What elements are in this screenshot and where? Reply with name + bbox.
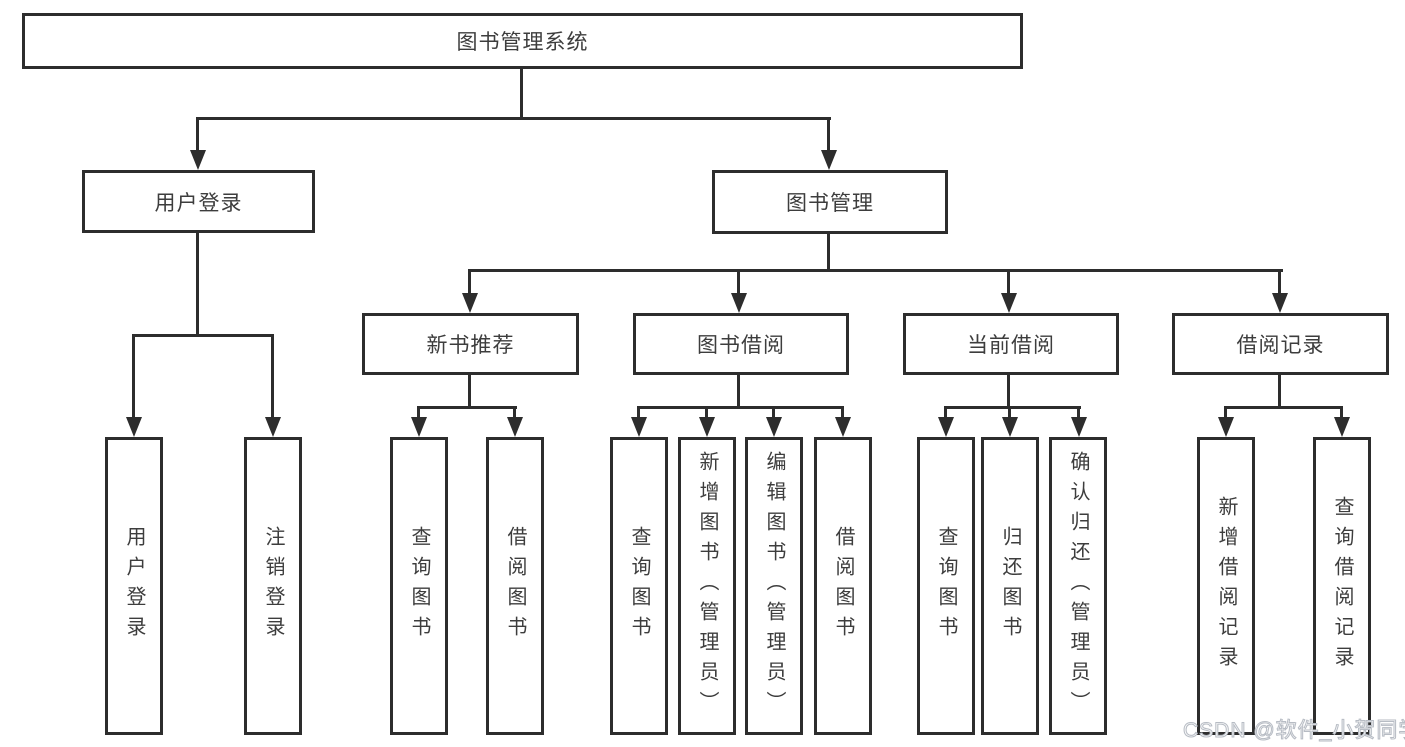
connector-arrowhead xyxy=(462,293,478,313)
connector-borrow-record-stem xyxy=(1278,375,1281,409)
node-label: 图书管理系统 xyxy=(456,31,589,54)
connector-drop xyxy=(1007,269,1010,295)
connector-arrowhead xyxy=(821,150,837,170)
connector-rail-level2 xyxy=(468,269,1283,272)
connector-new-book-stem xyxy=(468,375,471,409)
node-new-book-recommendation: 新书推荐 xyxy=(362,313,579,375)
node-label: 注销登录 xyxy=(262,526,284,646)
connector-drop xyxy=(705,406,708,419)
connector-drop xyxy=(513,406,516,419)
connector-drop xyxy=(944,406,947,419)
node-label: 新增借阅记录 xyxy=(1215,496,1237,676)
node-cb-return-books: 归还图书 xyxy=(981,437,1039,735)
connector-drop xyxy=(1340,406,1343,419)
connector-arrowhead xyxy=(699,417,715,437)
node-bb-edit-books-admin: 编辑图书（管理员） xyxy=(745,437,803,735)
node-logout: 注销登录 xyxy=(244,437,302,735)
connector-drop-book-mgmt xyxy=(827,117,830,152)
node-book-borrowing: 图书借阅 xyxy=(633,313,849,375)
connector-arrowhead xyxy=(265,417,281,437)
connector-drop xyxy=(417,406,420,419)
connector-drop xyxy=(737,269,740,295)
connector-arrowhead xyxy=(1334,417,1350,437)
node-bb-query-books: 查询图书 xyxy=(610,437,668,735)
node-label: 查询借阅记录 xyxy=(1331,496,1353,676)
connector-drop xyxy=(841,406,844,419)
node-user-login: 用户登录 xyxy=(82,170,315,233)
node-label: 用户登录 xyxy=(123,526,145,646)
connector-arrowhead xyxy=(411,417,427,437)
connector-drop xyxy=(468,269,471,295)
connector-arrowhead xyxy=(126,417,142,437)
node-book-management: 图书管理 xyxy=(712,170,948,234)
node-label: 查询图书 xyxy=(935,526,957,646)
node-cb-confirm-return-admin: 确认归还（管理员） xyxy=(1049,437,1107,735)
connector-arrowhead xyxy=(1071,417,1087,437)
connector-drop xyxy=(271,334,274,419)
node-label: 归还图书 xyxy=(999,526,1021,646)
connector-rail-borrow-record xyxy=(1224,406,1343,409)
connector-drop xyxy=(637,406,640,419)
connector-arrowhead xyxy=(835,417,851,437)
connector-drop xyxy=(132,334,135,419)
node-nb-borrow-books: 借阅图书 xyxy=(486,437,544,735)
node-label: 编辑图书（管理员） xyxy=(763,451,785,721)
connector-drop xyxy=(1278,269,1281,295)
node-label: 新增图书（管理员） xyxy=(696,451,718,721)
node-label: 借阅图书 xyxy=(832,526,854,646)
connector-arrowhead xyxy=(938,417,954,437)
connector-drop xyxy=(1077,406,1080,419)
connector-rail-book-borrow xyxy=(637,406,844,409)
connector-arrowhead xyxy=(766,417,782,437)
connector-arrowhead xyxy=(1272,293,1288,313)
node-label: 当前借阅 xyxy=(967,334,1055,357)
node-nb-query-books: 查询图书 xyxy=(390,437,448,735)
node-cb-query-books: 查询图书 xyxy=(917,437,975,735)
connector-arrowhead xyxy=(1218,417,1234,437)
connector-rail-current-borrow xyxy=(944,406,1081,409)
node-label: 借阅图书 xyxy=(504,526,526,646)
connector-rail-user-login xyxy=(132,334,274,337)
connector-book-borrow-stem xyxy=(737,375,740,409)
connector-rail-new-book xyxy=(417,406,517,409)
connector-arrowhead xyxy=(631,417,647,437)
node-bb-borrow-books: 借阅图书 xyxy=(814,437,872,735)
node-bb-add-books-admin: 新增图书（管理员） xyxy=(678,437,736,735)
node-label: 图书借阅 xyxy=(697,334,785,357)
connector-arrowhead xyxy=(731,293,747,313)
connector-root-stem xyxy=(520,69,523,120)
node-label: 确认归还（管理员） xyxy=(1067,451,1089,721)
node-current-borrowing: 当前借阅 xyxy=(903,313,1119,375)
node-label: 新书推荐 xyxy=(426,334,515,357)
node-br-query-borrow-record: 查询借阅记录 xyxy=(1313,437,1371,735)
connector-current-borrow-stem xyxy=(1007,375,1010,409)
connector-user-login-stem xyxy=(196,233,199,337)
node-user-login-leaf: 用户登录 xyxy=(105,437,163,735)
node-label: 借阅记录 xyxy=(1236,334,1325,357)
connector-book-mgmt-stem xyxy=(827,234,830,272)
node-label: 图书管理 xyxy=(786,192,874,215)
node-label: 查询图书 xyxy=(408,526,430,646)
connector-arrowhead xyxy=(1002,417,1018,437)
connector-arrowhead xyxy=(507,417,523,437)
node-borrowing-records: 借阅记录 xyxy=(1172,313,1389,375)
connector-drop xyxy=(1008,406,1011,419)
connector-drop xyxy=(772,406,775,419)
node-label: 用户登录 xyxy=(154,191,243,215)
node-label: 查询图书 xyxy=(628,526,650,646)
watermark: CSDN @软件_小贺同学 xyxy=(1182,719,1405,743)
connector-drop xyxy=(1224,406,1227,419)
connector-arrowhead xyxy=(1001,293,1017,313)
node-br-add-borrow-record: 新增借阅记录 xyxy=(1197,437,1255,735)
connector-rail-level1 xyxy=(196,117,831,120)
connector-drop-user-login xyxy=(196,117,199,152)
connector-arrowhead xyxy=(190,150,206,170)
node-library-management-system: 图书管理系统 xyxy=(22,13,1023,69)
